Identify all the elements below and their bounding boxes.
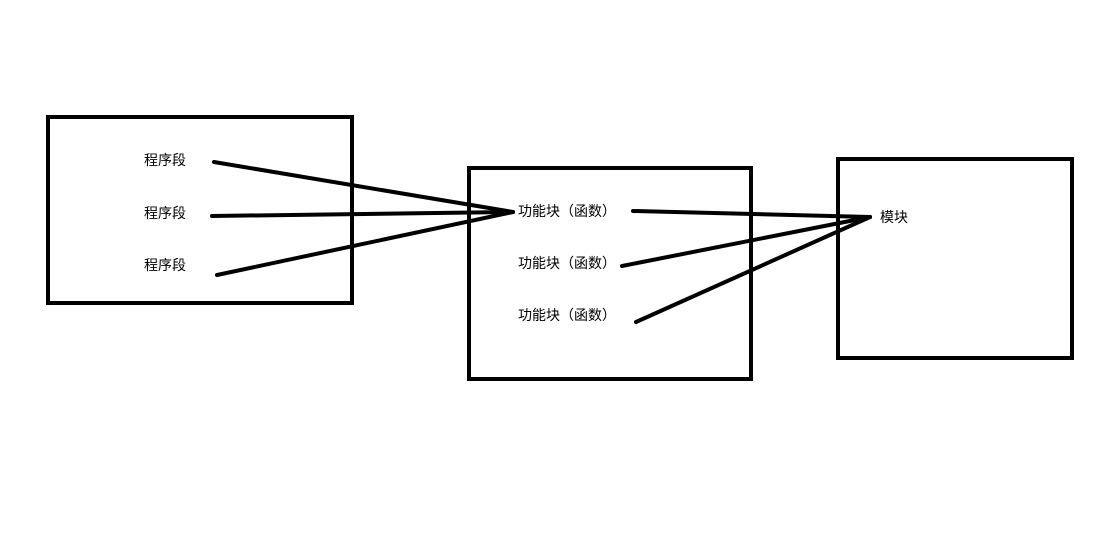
function-blocks-box [467, 166, 753, 381]
function-block-label: 功能块（函数） [518, 204, 616, 220]
program-segments-box [46, 115, 354, 305]
edge-segment-3-to-function-1 [215, 210, 515, 277]
edge-function-1-to-module [631, 209, 872, 219]
edge-function-3-to-module [634, 215, 872, 324]
program-segment-label: 程序段 [144, 258, 186, 274]
module-box [836, 157, 1074, 360]
edge-segment-1-to-function-1 [212, 160, 515, 214]
program-segment-label: 程序段 [144, 153, 186, 169]
edge-function-2-to-module [620, 215, 872, 268]
module-label: 模块 [880, 210, 908, 226]
function-block-label: 功能块（函数） [518, 256, 616, 272]
edge-segment-2-to-function-1 [210, 210, 515, 218]
function-block-label: 功能块（函数） [518, 308, 616, 324]
program-segment-label: 程序段 [144, 206, 186, 222]
